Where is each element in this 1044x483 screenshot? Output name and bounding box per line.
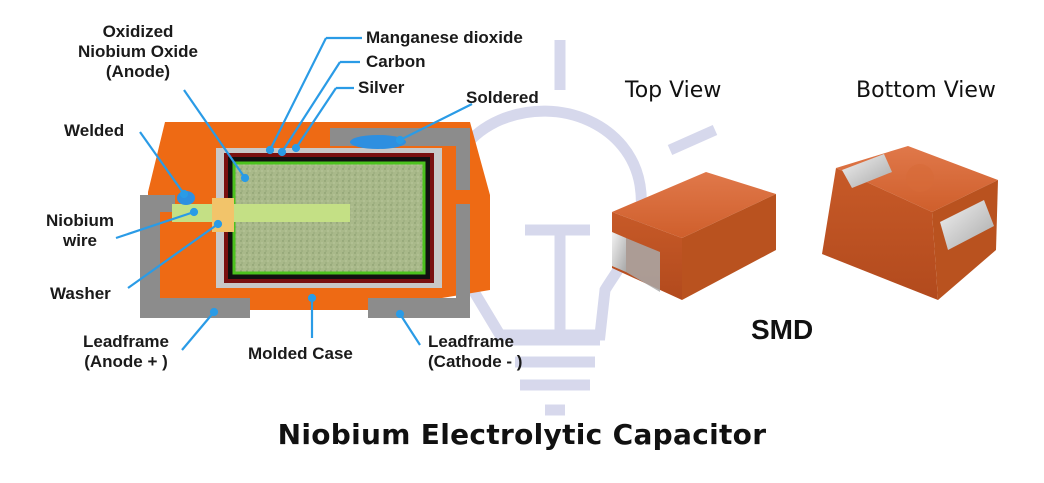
label-silver: Silver (358, 78, 405, 97)
leadframe-cathode (330, 128, 470, 318)
cross-section (140, 122, 490, 318)
label-molded-case: Molded Case (248, 344, 353, 363)
label-oxidized-line3: (Anode) (105, 62, 171, 81)
solder-blob (350, 135, 406, 149)
label-top-view: Top View (625, 78, 722, 103)
label-manganese-dioxide: Manganese dioxide (366, 28, 523, 47)
label-leadframe-cathode-line1: Leadframe (428, 332, 514, 351)
label-washer: Washer (50, 284, 111, 303)
label-leadframe-anode: Leadframe (Anode + ) (64, 332, 188, 372)
smd-top-view-photo (612, 172, 776, 300)
figure-title: Niobium Electrolytic Capacitor (277, 418, 767, 451)
label-soldered: Soldered (466, 88, 539, 107)
label-welded: Welded (64, 121, 125, 140)
label-leadframe-cathode-line2: (Cathode - ) (428, 352, 523, 371)
niobium-wire (172, 204, 350, 222)
label-niobium-wire-line2: wire (62, 231, 98, 250)
label-leadframe-cathode: Leadframe (Cathode - ) (428, 332, 522, 372)
label-bottom-view: Bottom View (856, 78, 996, 103)
smd-bottom-view-photo (822, 146, 998, 300)
pointer-lines (115, 36, 473, 351)
label-smd: SMD (751, 314, 814, 345)
leadframe-anode (140, 195, 250, 318)
label-oxidized-line1: Oxidized (102, 22, 174, 41)
bottom-view-terminal-left (842, 154, 892, 188)
label-leadframe-anode-line1: Leadframe (83, 332, 169, 351)
label-oxidized-niobium-oxide: Oxidized Niobium Oxide (Anode) (76, 22, 200, 82)
label-niobium-wire-line1: Niobium (46, 211, 114, 230)
top-view-terminal (612, 232, 626, 272)
bottom-view-terminal-right (940, 200, 994, 250)
label-oxidized-line2: Niobium Oxide (78, 42, 198, 61)
label-niobium-wire: Niobium wire (40, 211, 120, 251)
label-carbon: Carbon (366, 52, 426, 71)
label-leadframe-anode-line2: (Anode + ) (84, 352, 168, 371)
